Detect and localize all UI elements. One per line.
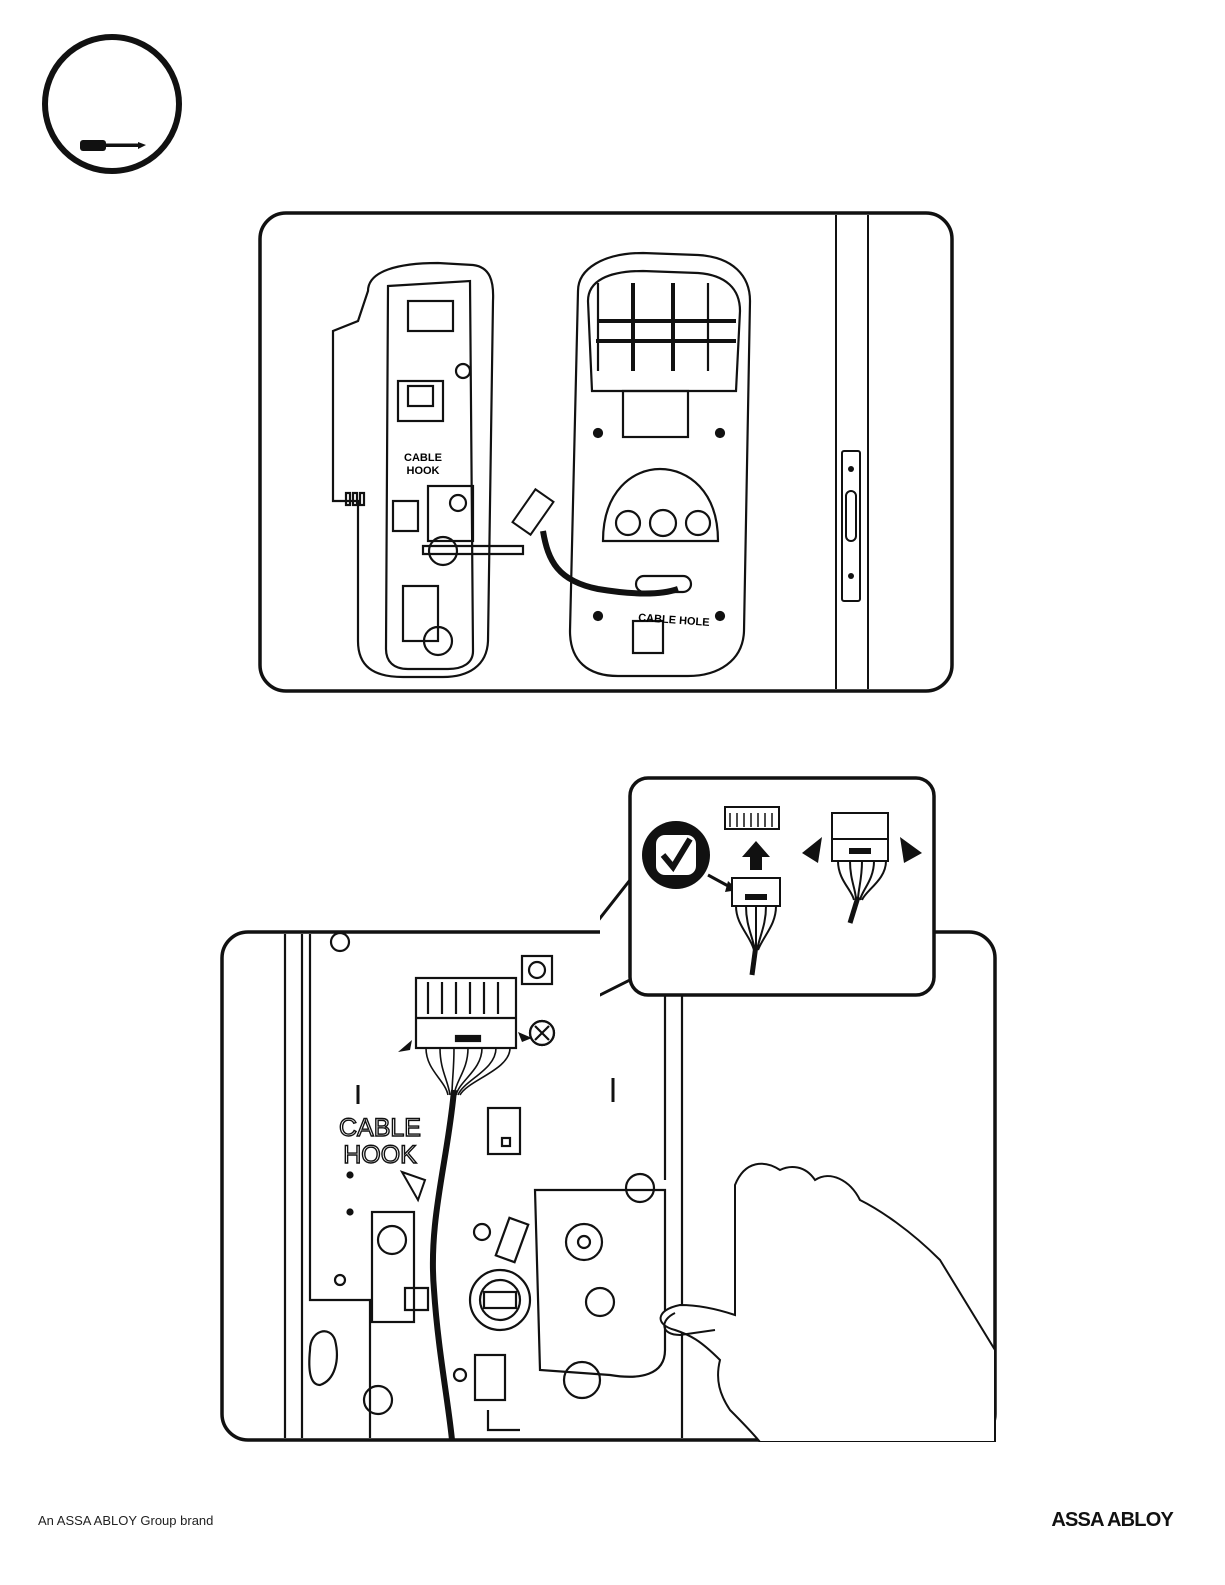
assa-abloy-logo: ASSA ABLOY: [1051, 1509, 1173, 1532]
tool-badge: [40, 32, 184, 176]
screwdriver-icon: [80, 140, 146, 151]
illustration-panel-bottom: CABLE HOOK: [220, 930, 997, 1442]
illustration-panel-top: CABLE HOOK CABLE HOLE: [258, 211, 954, 693]
footer-brand-text: An ASSA ABLOY Group brand: [38, 1513, 213, 1528]
cable-hook-label-line1: CABLE: [339, 1114, 421, 1142]
cable-hook-label-line2: HOOK: [407, 465, 440, 477]
cable-hook-label-line2: HOOK: [343, 1141, 417, 1169]
cable-hook-label-line1: CABLE: [404, 452, 442, 464]
callout-zoom: [600, 775, 937, 997]
board-connector: [416, 978, 516, 1048]
